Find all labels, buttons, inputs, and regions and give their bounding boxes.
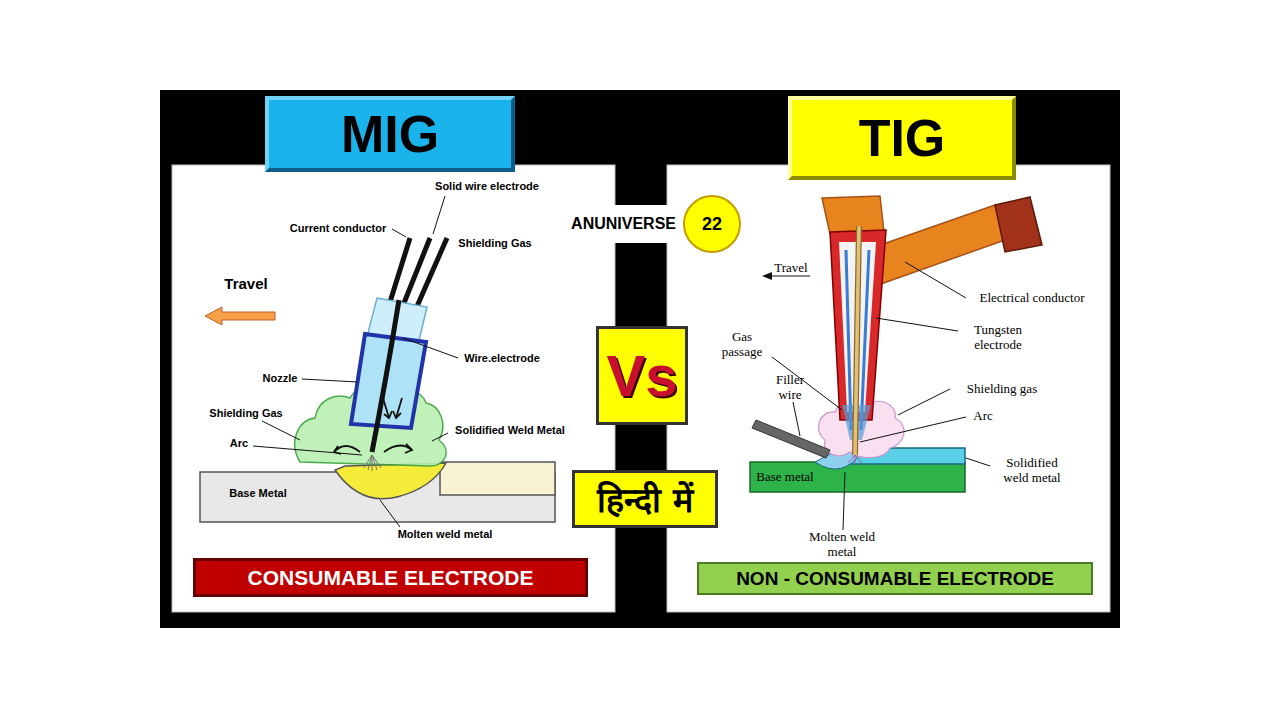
black-band xyxy=(160,90,1120,628)
tig-panel xyxy=(667,165,1110,612)
box-text: TIG xyxy=(859,108,946,168)
part-label: Arc xyxy=(230,437,248,449)
box-text: MIG xyxy=(341,104,439,164)
box-text: 22 xyxy=(702,214,722,235)
electrode-type-box: CONSUMABLE ELECTRODE xyxy=(193,558,588,597)
part-label: Electrical conductor xyxy=(979,291,1084,306)
title-box: MIG xyxy=(265,96,515,172)
part-label: Solidified Weld Metal xyxy=(455,424,565,436)
box-text: CONSUMABLE ELECTRODE xyxy=(248,566,534,590)
part-label: Shielding gas xyxy=(967,382,1037,397)
part-label: Wire.electrode xyxy=(464,352,540,364)
part-label: Base metal xyxy=(756,470,813,485)
part-label: Filler wire xyxy=(767,373,813,403)
box-text: NON - CONSUMABLE ELECTRODE xyxy=(736,568,1054,590)
part-label: Arc xyxy=(973,409,993,424)
tig-drawing xyxy=(750,196,1042,530)
part-label: Nozzle xyxy=(263,372,298,384)
part-label: Solid wire electrode xyxy=(435,180,539,192)
box-text: Vs xyxy=(607,342,678,409)
part-label: Tungsten electrode xyxy=(962,323,1034,353)
part-label: Base Metal xyxy=(229,487,286,499)
part-label: Solidified weld metal xyxy=(994,456,1070,486)
part-label: Molten weld metal xyxy=(801,530,883,560)
part-label: Travel xyxy=(224,275,267,292)
badge-circle: ANUNIVERSE22 xyxy=(683,195,741,253)
versus-box: Vs xyxy=(596,326,688,425)
mig-drawing xyxy=(200,196,555,527)
part-label: Molten weld metal xyxy=(398,528,493,540)
title-box: TIG xyxy=(788,96,1016,180)
part-label: Gas passage xyxy=(713,330,771,360)
language-box: हिन्दी में xyxy=(572,470,718,528)
part-label: Travel xyxy=(774,261,807,276)
part-label: Shielding Gas xyxy=(458,237,531,249)
part-label: Shielding Gas xyxy=(209,407,282,419)
part-label: Current conductor xyxy=(290,222,387,234)
watermark-text: ANUNIVERSE xyxy=(568,215,679,233)
box-text: हिन्दी में xyxy=(597,476,693,522)
electrode-type-box: NON - CONSUMABLE ELECTRODE xyxy=(697,562,1093,595)
watermark-patch xyxy=(540,205,686,243)
